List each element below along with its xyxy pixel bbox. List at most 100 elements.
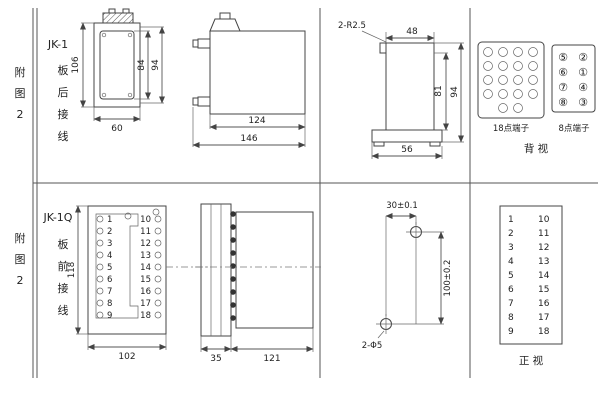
svg-text:13: 13	[538, 257, 549, 267]
dim-text-81: 81	[434, 85, 444, 96]
dim-60: 60	[93, 107, 141, 134]
label-8pt: 8点端子	[559, 123, 590, 134]
svg-text:18: 18	[140, 311, 151, 321]
dim-81: 81	[434, 52, 449, 131]
svg-text:5: 5	[107, 263, 112, 273]
case-outline	[93, 22, 141, 108]
svg-text:④: ④	[578, 81, 588, 94]
dim-text-48: 48	[406, 27, 418, 37]
dim-text-60: 60	[111, 124, 123, 134]
dim-84: 84	[134, 30, 151, 100]
terminal-circles-18pt	[483, 47, 538, 113]
svg-text:7: 7	[107, 287, 112, 297]
svg-text:8: 8	[508, 313, 514, 323]
dim-106: 106	[71, 22, 94, 108]
svg-text:6: 6	[107, 275, 112, 285]
svg-text:17: 17	[140, 299, 151, 309]
svg-text:1: 1	[508, 215, 514, 225]
dim-text-121: 121	[263, 354, 280, 364]
svg-text:16: 16	[538, 299, 550, 309]
bottom-model-label: JK-1Q	[43, 211, 73, 224]
svg-text:12: 12	[538, 243, 549, 253]
case-body	[209, 30, 306, 115]
svg-text:9: 9	[508, 327, 514, 337]
dim-118: 118	[67, 205, 88, 335]
top-model-label: JK-1	[47, 38, 69, 51]
terminal-studs	[192, 38, 211, 107]
svg-text:1: 1	[107, 215, 112, 225]
svg-text:10: 10	[538, 215, 550, 225]
top-figure-label: 附 图 2	[14, 66, 26, 121]
dim-text-124: 124	[248, 116, 265, 126]
svg-text:⑦: ⑦	[558, 81, 568, 94]
table-right-column: 10 11 12 13 14 15 16 17 18	[538, 215, 550, 337]
hole-note: 2-Φ5	[362, 341, 383, 351]
hole-leader-line	[377, 330, 385, 339]
svg-text:②: ②	[578, 51, 588, 64]
dim-text-102: 102	[118, 352, 135, 362]
mount-rail-hatched	[102, 12, 134, 24]
svg-text:8: 8	[107, 299, 112, 309]
svg-text:17: 17	[538, 313, 549, 323]
leader-line	[361, 30, 387, 43]
top-side-view: 124 146	[192, 12, 306, 148]
svg-text:2: 2	[107, 227, 112, 237]
svg-text:18: 18	[538, 327, 550, 337]
relay-profile	[385, 42, 435, 131]
terminal-block-18pt	[477, 41, 545, 119]
label-18pt: 18点端子	[493, 123, 530, 134]
dim-48: 48	[385, 27, 435, 43]
top-front-view: 106 84 94 60	[71, 8, 165, 134]
mount-hole-bottom	[376, 314, 396, 334]
svg-text:⑤: ⑤	[558, 51, 568, 64]
svg-text:3: 3	[107, 239, 112, 249]
top-wiring-label: 板 后 接 线	[57, 64, 69, 143]
svg-text:①: ①	[578, 66, 588, 79]
svg-text:7: 7	[508, 299, 514, 309]
svg-text:11: 11	[140, 227, 151, 237]
inner-step-contour	[95, 213, 139, 319]
svg-text:15: 15	[140, 275, 151, 285]
bottom-drill-view: 30±0.1 100±0.2 2-Φ5	[362, 201, 453, 351]
svg-text:15: 15	[538, 285, 549, 295]
svg-text:9: 9	[107, 311, 112, 321]
svg-text:16: 16	[140, 287, 151, 297]
dim-56: 56	[371, 142, 443, 159]
terminal-bumps	[230, 211, 236, 321]
svg-text:⑧: ⑧	[558, 96, 568, 109]
svg-text:13: 13	[140, 251, 151, 261]
front-right-terminals: 10 11 12 13 14 15 16 17 18	[140, 215, 162, 321]
dim-100: 100±0.2	[396, 231, 453, 325]
svg-text:6: 6	[508, 285, 514, 295]
svg-text:4: 4	[508, 257, 514, 267]
base-foot	[373, 141, 385, 147]
relay-body	[235, 211, 314, 329]
svg-text:14: 14	[140, 263, 151, 273]
table-left-column: 1 2 3 4 5 6 7 8 9	[508, 215, 514, 337]
dim-94: 94	[140, 26, 165, 104]
svg-text:3: 3	[508, 243, 514, 253]
caption-front-view: 正 视	[519, 354, 544, 367]
svg-text:⑥: ⑥	[558, 66, 568, 79]
svg-text:4: 4	[107, 251, 112, 261]
dim-text-94: 94	[450, 86, 460, 98]
dim-94-total: 94	[434, 42, 464, 143]
dim-text-35: 35	[210, 354, 221, 364]
dim-121: 121	[230, 328, 314, 364]
mount-bolt	[108, 8, 116, 14]
bottom-side-view: 35 121	[195, 203, 321, 364]
dim-30	[385, 213, 417, 316]
dim-text-30: 30±0.1	[386, 201, 417, 211]
dim-text-106: 106	[71, 56, 81, 73]
corner-screws	[101, 32, 133, 98]
svg-text:12: 12	[140, 239, 151, 249]
dim-text-100: 100±0.2	[443, 260, 453, 297]
mount-bolt	[122, 8, 130, 14]
base-flange	[371, 129, 443, 143]
bottom-figure-label: 附 图 2	[14, 232, 26, 287]
terminal-numbers-8pt: ⑤ ② ⑥ ① ⑦ ④ ⑧ ③	[558, 51, 588, 109]
dim-text-118: 118	[67, 262, 77, 278]
front-plate	[200, 203, 232, 337]
